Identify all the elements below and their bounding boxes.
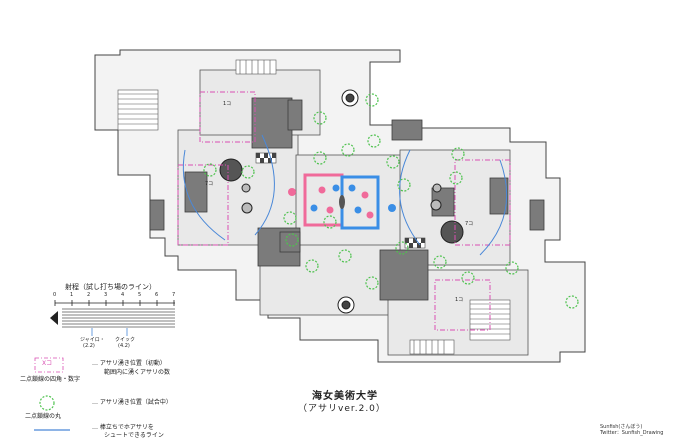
tick-2: 2 [87, 292, 91, 298]
box-desc-2: 範囲内に湧くアサリの数 [104, 369, 171, 376]
box-symbol: Xコ [42, 360, 53, 367]
tick-1: 1 [70, 292, 74, 298]
line-desc-2: シュートできるライン [104, 432, 164, 439]
spawn-box-south [434, 279, 491, 331]
tick-3: 3 [104, 292, 108, 298]
map-subtitle: （アサリver.2.0） [298, 404, 386, 414]
spawn-boxes [177, 91, 511, 331]
tick-7: 7 [172, 292, 176, 298]
room-label-south: 1コ [455, 297, 464, 303]
box-desc-1-text: アサリ湧き位置（初動） [99, 360, 166, 367]
circle-caption: 二点鎖線の丸 [25, 413, 62, 420]
box-desc-1: … アサリ湧き位置（初動） [92, 360, 166, 367]
legend-graphics [34, 300, 175, 431]
tick-4: 4 [121, 292, 125, 298]
fan-west-icon [219, 158, 243, 182]
range-mark-1: ジャイロ・ [80, 337, 105, 343]
tick-0: 0 [53, 292, 57, 298]
tick-6: 6 [155, 292, 159, 298]
box-caption: 二点鎖線の四角・数字 [20, 376, 81, 383]
credit-line-1: Sunfish(さんぼう) [600, 424, 643, 430]
spawn-box-west [177, 164, 229, 246]
range-mark-2: クイック [115, 337, 136, 343]
room-label-east: 7コ [465, 221, 474, 227]
fan-east-icon [440, 220, 464, 244]
range-mark-1-sub: (2.2) [83, 343, 95, 349]
range-mark-2-sub: (4.2) [118, 343, 130, 349]
shoot-lines [182, 134, 508, 256]
line-desc-1-text: 棒立ちでホアサリを [99, 424, 154, 431]
credit: Sunfish(さんぼう) Twitter：Sunfish_Drawing [600, 424, 663, 436]
spawn-box-north [199, 91, 256, 143]
room-label-north: 1コ [223, 101, 232, 107]
checkered-tiles [255, 152, 426, 249]
tick-5: 5 [138, 292, 142, 298]
team-dots [288, 184, 396, 219]
circle-desc: … アサリ湧き位置（試合中） [92, 399, 172, 406]
spawn-box-east [454, 159, 511, 246]
circle-desc-text: アサリ湧き位置（試合中） [99, 399, 172, 406]
map-title: 海女美術大学 [312, 391, 378, 402]
room-label-west: 7コ [205, 181, 214, 187]
range-legend-title: 射程（試し打ち場のライン） [65, 283, 156, 291]
line-desc-1: … 棒立ちでホアサリを [92, 424, 154, 431]
credit-line-2: Twitter：Sunfish_Drawing [600, 430, 664, 436]
green-circles [203, 93, 579, 309]
